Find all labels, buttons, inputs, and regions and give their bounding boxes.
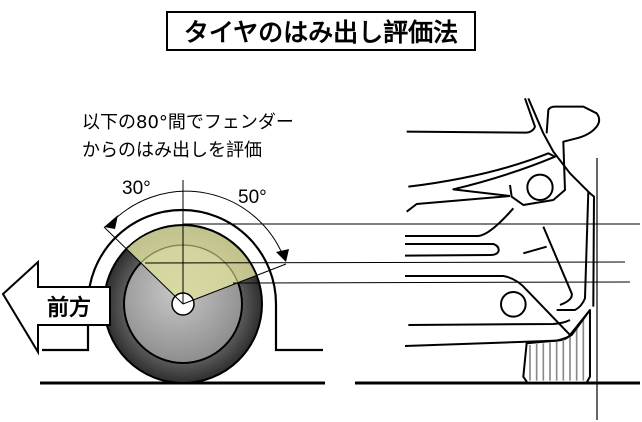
front-limit-line: [103, 226, 184, 305]
fender-edge-line: [556, 191, 590, 311]
angle-front-label: 30°: [122, 178, 151, 199]
a-pillar-line: [527, 97, 595, 307]
rear-limit-line: [182, 263, 287, 305]
evaluation-sector: [127, 226, 256, 304]
headlight-lower-line: [406, 194, 511, 213]
mudflap-stripes: [529, 318, 585, 381]
forward-arrow: [1, 259, 111, 356]
fender-arch: [42, 208, 323, 352]
projection-line-rear: [232, 281, 631, 284]
headlight-upper-line: [408, 152, 556, 197]
bumper-bottom-line: [404, 309, 591, 347]
angle-rear-label: 50°: [238, 187, 267, 208]
note-line-1: 以下の80°間でフェンダー: [82, 112, 294, 133]
diagram-title: タイヤのはみ出し評価法: [166, 11, 476, 51]
fog-light: [499, 290, 527, 318]
bumper-side-line: [542, 226, 573, 306]
angle-arc: [109, 190, 285, 259]
bumper-lower-line: [408, 319, 571, 326]
grille-line-1: [404, 207, 515, 237]
side-mirror: [508, 105, 601, 206]
car-front-view: [404, 97, 601, 384]
bumper-crease: [523, 245, 547, 255]
arc-arrowhead-front: [104, 215, 118, 229]
arc-arrowhead-rear: [276, 249, 289, 262]
bumper-line: [404, 274, 571, 336]
headlight: [526, 173, 554, 201]
forward-label: 前方: [47, 295, 91, 321]
projection-line-front: [144, 261, 626, 264]
note-line-2: からのはみ出しを評価: [82, 140, 262, 161]
grille-slot: [404, 242, 500, 257]
hood-line: [406, 97, 536, 134]
